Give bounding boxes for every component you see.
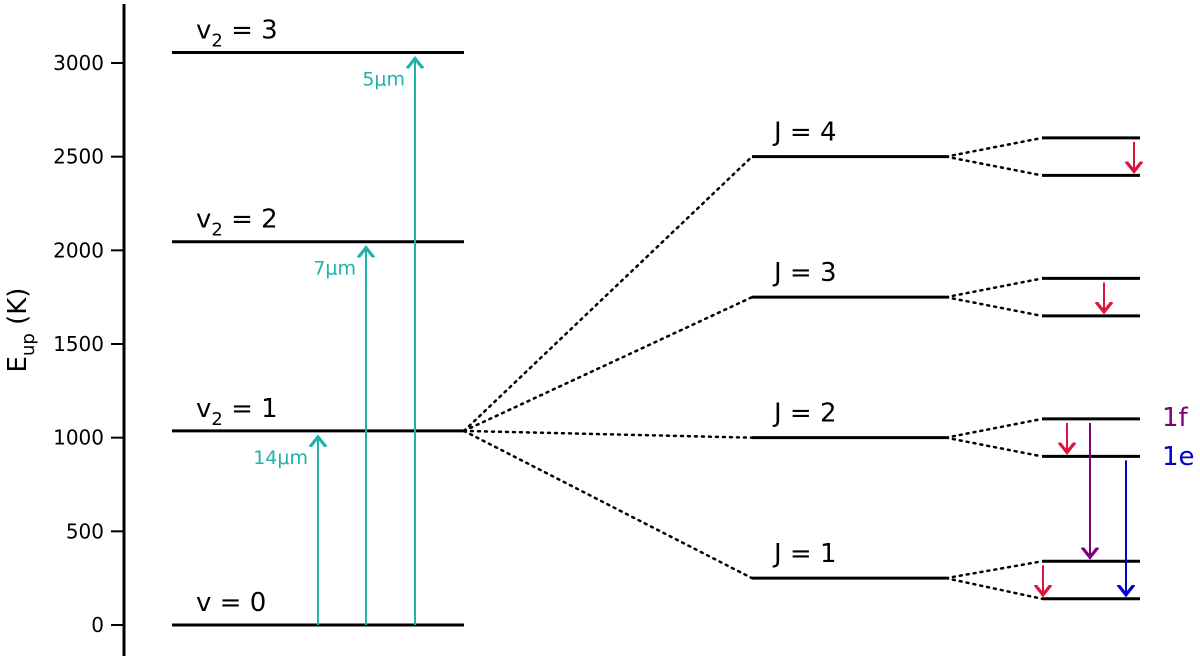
y-tick-label: 3000 <box>53 51 104 75</box>
split-connector-upper <box>944 560 1044 580</box>
y-tick-label: 2000 <box>53 238 104 262</box>
vib-level-label-v1: v2 = 1 <box>196 394 278 430</box>
y-ticks: 0 500 1000 1500 2000 2500 3000 <box>53 51 124 637</box>
y-tick-label: 0 <box>91 613 104 637</box>
y-tick-label: 1500 <box>53 332 104 356</box>
rot-level-label-j1: J = 1 <box>772 539 837 569</box>
vib-level-label-v3: v2 = 3 <box>196 16 278 52</box>
wavelength-label-v1: 14μm <box>253 447 308 469</box>
rot-level-label-j2: J = 2 <box>772 399 837 429</box>
parity-label-1e: 1e <box>1162 442 1195 472</box>
excitation-arrows: 14μm 7μm 5μm <box>253 59 415 625</box>
y-tick-label: 500 <box>66 519 104 543</box>
split-connector-upper <box>944 136 1044 158</box>
rot-level-label-j3: J = 3 <box>772 258 837 288</box>
split-connector-lower <box>944 155 1044 177</box>
rotational-levels: J = 1 J = 2 J = 3 J = 4 <box>462 118 1140 601</box>
vib-level-label-v0: v = 0 <box>196 588 266 618</box>
fan-connector-j1 <box>462 429 754 580</box>
split-connector-upper <box>944 417 1044 439</box>
split-connector-lower <box>944 295 1044 318</box>
wavelength-label-v2: 7μm <box>313 258 356 280</box>
y-tick-label: 2500 <box>53 145 104 169</box>
fan-connector-j4 <box>462 155 754 433</box>
vib-level-label-v2: v2 = 2 <box>196 205 278 241</box>
y-tick-label: 1000 <box>53 426 104 450</box>
parity-label-1f: 1f <box>1162 403 1189 433</box>
transition-arrows <box>1043 141 1134 595</box>
fan-connector-j2 <box>462 429 754 439</box>
wavelength-label-v3: 5μm <box>362 69 405 91</box>
fan-connector-j3 <box>462 295 754 433</box>
y-axis-label: Eup (K) <box>3 288 39 373</box>
split-connector-lower <box>944 576 1044 601</box>
split-connector-upper <box>944 277 1044 299</box>
rot-level-label-j4: J = 4 <box>772 118 837 148</box>
vibrational-levels: v = 0 v2 = 1 v2 = 2 v2 = 3 <box>172 16 464 627</box>
split-connector-lower <box>944 436 1044 458</box>
